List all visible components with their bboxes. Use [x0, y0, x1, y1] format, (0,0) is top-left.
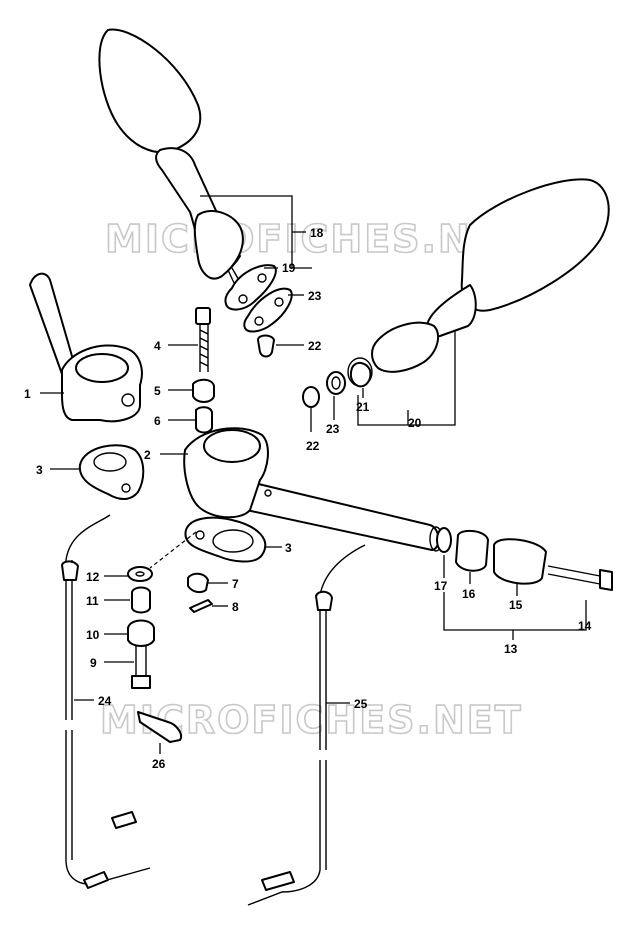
callout-18: 18 [310, 226, 324, 240]
callout-23-right: 23 [326, 422, 340, 436]
callout-16: 16 [462, 587, 476, 601]
callout-8: 8 [232, 600, 239, 614]
callout-4: 4 [154, 339, 161, 353]
handlebar-clamp-left [29, 272, 143, 423]
bracket-26 [137, 711, 182, 743]
callout-25: 25 [354, 697, 368, 711]
plate-3-top [78, 444, 145, 500]
callout-9: 9 [90, 656, 97, 670]
leader-dashed [149, 531, 197, 569]
screw-8 [189, 599, 213, 613]
left-mirror-adapter [224, 264, 293, 358]
weight-16 [455, 529, 489, 572]
throttle-cable-24 [61, 514, 151, 889]
callout-11: 11 [86, 594, 99, 608]
adjuster-10 [127, 619, 155, 647]
callout-1: 1 [24, 387, 31, 401]
washer-12 [127, 566, 153, 582]
callout-24: 24 [98, 694, 112, 708]
callout-10: 10 [86, 628, 100, 642]
callout-7: 7 [232, 577, 239, 591]
callout-5: 5 [154, 384, 161, 398]
callout-2: 2 [144, 448, 151, 462]
callout-22-top: 22 [308, 339, 322, 353]
callout-19: 19 [282, 261, 296, 275]
callout-labels: 1 2 3 3 4 5 6 7 8 9 10 11 12 13 14 15 16… [24, 226, 592, 771]
nut-7 [187, 572, 209, 594]
plate-3-lower [184, 516, 267, 563]
collar-11 [131, 586, 151, 614]
callout-21: 21 [356, 400, 370, 414]
callout-13: 13 [504, 642, 518, 656]
callout-22-right: 22 [306, 439, 320, 453]
screw-14 [547, 565, 613, 591]
bolt-4 [195, 307, 211, 372]
bolt-9 [131, 645, 151, 689]
watermark-top: MICROFICHES.NET [105, 217, 528, 261]
callout-3-upper: 3 [36, 463, 43, 477]
washer-17 [436, 527, 452, 553]
handlebar-clamp-main [183, 427, 269, 519]
callout-17: 17 [434, 579, 448, 593]
spacer-6 [195, 406, 213, 434]
callout-23-top: 23 [308, 289, 322, 303]
weight-15 [493, 538, 547, 585]
leader-lines [40, 195, 587, 754]
washer-5 [192, 378, 215, 403]
callout-26: 26 [152, 757, 166, 771]
callout-12: 12 [86, 570, 100, 584]
callout-14: 14 [578, 619, 592, 633]
callout-15: 15 [509, 598, 523, 612]
left-mirror [98, 28, 244, 286]
callout-20: 20 [408, 416, 422, 430]
throttle-cable-25 [247, 544, 366, 906]
callout-3-lower: 3 [285, 541, 292, 555]
callout-6: 6 [154, 414, 161, 428]
right-mirror [302, 178, 610, 408]
